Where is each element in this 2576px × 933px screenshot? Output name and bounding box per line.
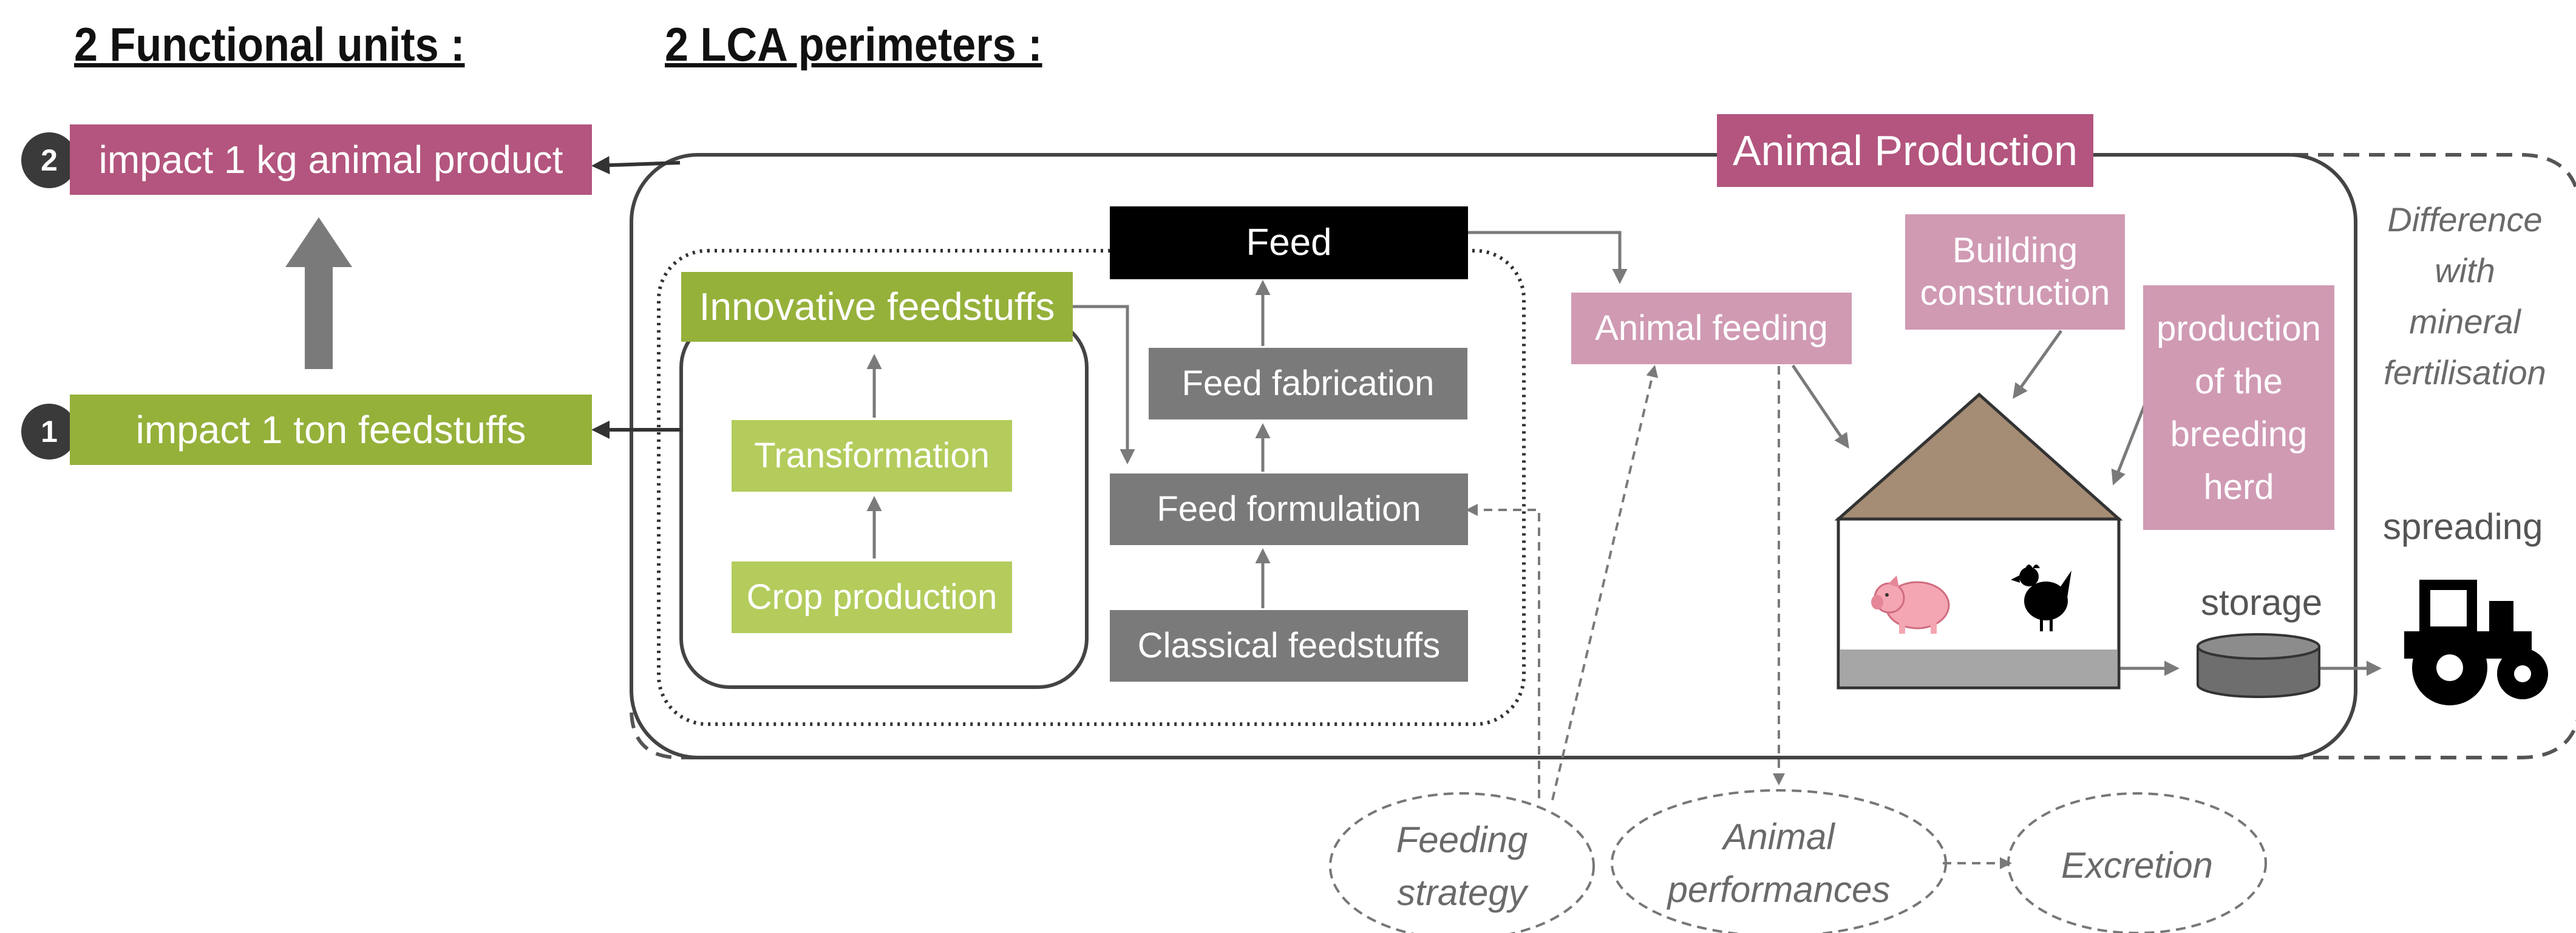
arrow-herd-to-barn	[2111, 405, 2146, 486]
dashed-arrow-strategy-to-feeding	[1551, 365, 1659, 801]
impact-kg-animal-product-box: impact 1 kg animal product	[70, 124, 592, 195]
crop-production-box: Crop production	[732, 561, 1012, 633]
building-construction-line-2: construction	[1920, 273, 2110, 313]
innovative-feedstuffs-box: Innovative feedstuffs	[681, 272, 1073, 342]
storage-tank-icon	[2197, 633, 2320, 698]
oval-animal-performances	[1611, 789, 1947, 933]
feeding-strategy-label: Feeding strategy	[1341, 813, 1583, 919]
animal-feeding-box: Animal feeding	[1571, 293, 1852, 364]
breeding-herd-line-2: of the	[2194, 361, 2283, 401]
arrow-innovative-to-formulation	[1073, 305, 1135, 464]
functional-units-heading: 2 Functional units :	[74, 18, 465, 71]
mineral-note-line-3: mineral	[2409, 302, 2521, 341]
excretion-label: Excretion	[2016, 839, 2258, 892]
animal-production-box: Animal Production	[1717, 114, 2093, 187]
classical-feedstuffs-box: Classical feedstuffs	[1110, 610, 1468, 682]
animal-production-perimeter	[630, 153, 2357, 759]
feed-formulation-box: Feed formulation	[1110, 473, 1468, 545]
animal-performances-line-2: performances	[1667, 869, 1891, 910]
breeding-herd-line-3: breeding	[2170, 414, 2308, 454]
arrow-building-to-barn	[2013, 330, 2063, 399]
mineral-note-line-2: with	[2435, 251, 2495, 290]
breeding-herd-line-1: production	[2156, 308, 2321, 348]
building-construction-line-1: Building	[1952, 231, 2078, 271]
impact-ton-feedstuffs-box: impact 1 ton feedstuffs	[70, 395, 592, 465]
breeding-herd-box: production of the breeding herd	[2143, 285, 2334, 530]
building-construction-box: Building construction	[1905, 214, 2125, 330]
arrow-to-kg-product	[591, 156, 681, 175]
outer-dashed-perimeter	[630, 153, 2576, 759]
storage-label: storage	[2201, 582, 2323, 623]
oval-excretion	[2007, 792, 2267, 933]
hen-icon	[2011, 565, 2071, 631]
tractor-icon	[2404, 580, 2548, 705]
pig-icon	[1871, 575, 1950, 634]
mineral-note-line-4: fertilisation	[2384, 353, 2546, 392]
oval-feeding-strategy	[1329, 792, 1595, 933]
mineral-note-line-1: Difference	[2387, 200, 2543, 239]
badge-2: 2	[21, 132, 77, 188]
arrow-feed-to-animal-feeding	[1468, 231, 1628, 284]
barn-icon	[1834, 392, 2123, 690]
feeding-strategy-line-2: strategy	[1397, 872, 1527, 913]
breeding-herd-line-4: herd	[2203, 467, 2274, 507]
feed-fabrication-box: Feed fabrication	[1149, 348, 1467, 419]
dashed-arrow-strategy-to-formulation	[1466, 504, 1540, 798]
feeding-strategy-line-1: Feeding	[1396, 819, 1528, 860]
up-arrow-icon	[285, 217, 352, 369]
transformation-box: Transformation	[732, 420, 1012, 492]
animal-performances-label: Animal performances	[1627, 810, 1931, 916]
excretion-line-1: Excretion	[2061, 845, 2214, 886]
badge-1: 1	[21, 404, 77, 460]
animal-performances-line-1: Animal	[1723, 816, 1835, 857]
feed-box: Feed	[1110, 206, 1468, 279]
spreading-label: spreading	[2383, 506, 2543, 547]
lca-perimeters-heading: 2 LCA perimeters :	[665, 18, 1042, 71]
mineral-fertilisation-note: Difference with mineral fertilisation	[2377, 194, 2553, 398]
arrow-feeding-to-barn	[1791, 364, 1849, 449]
